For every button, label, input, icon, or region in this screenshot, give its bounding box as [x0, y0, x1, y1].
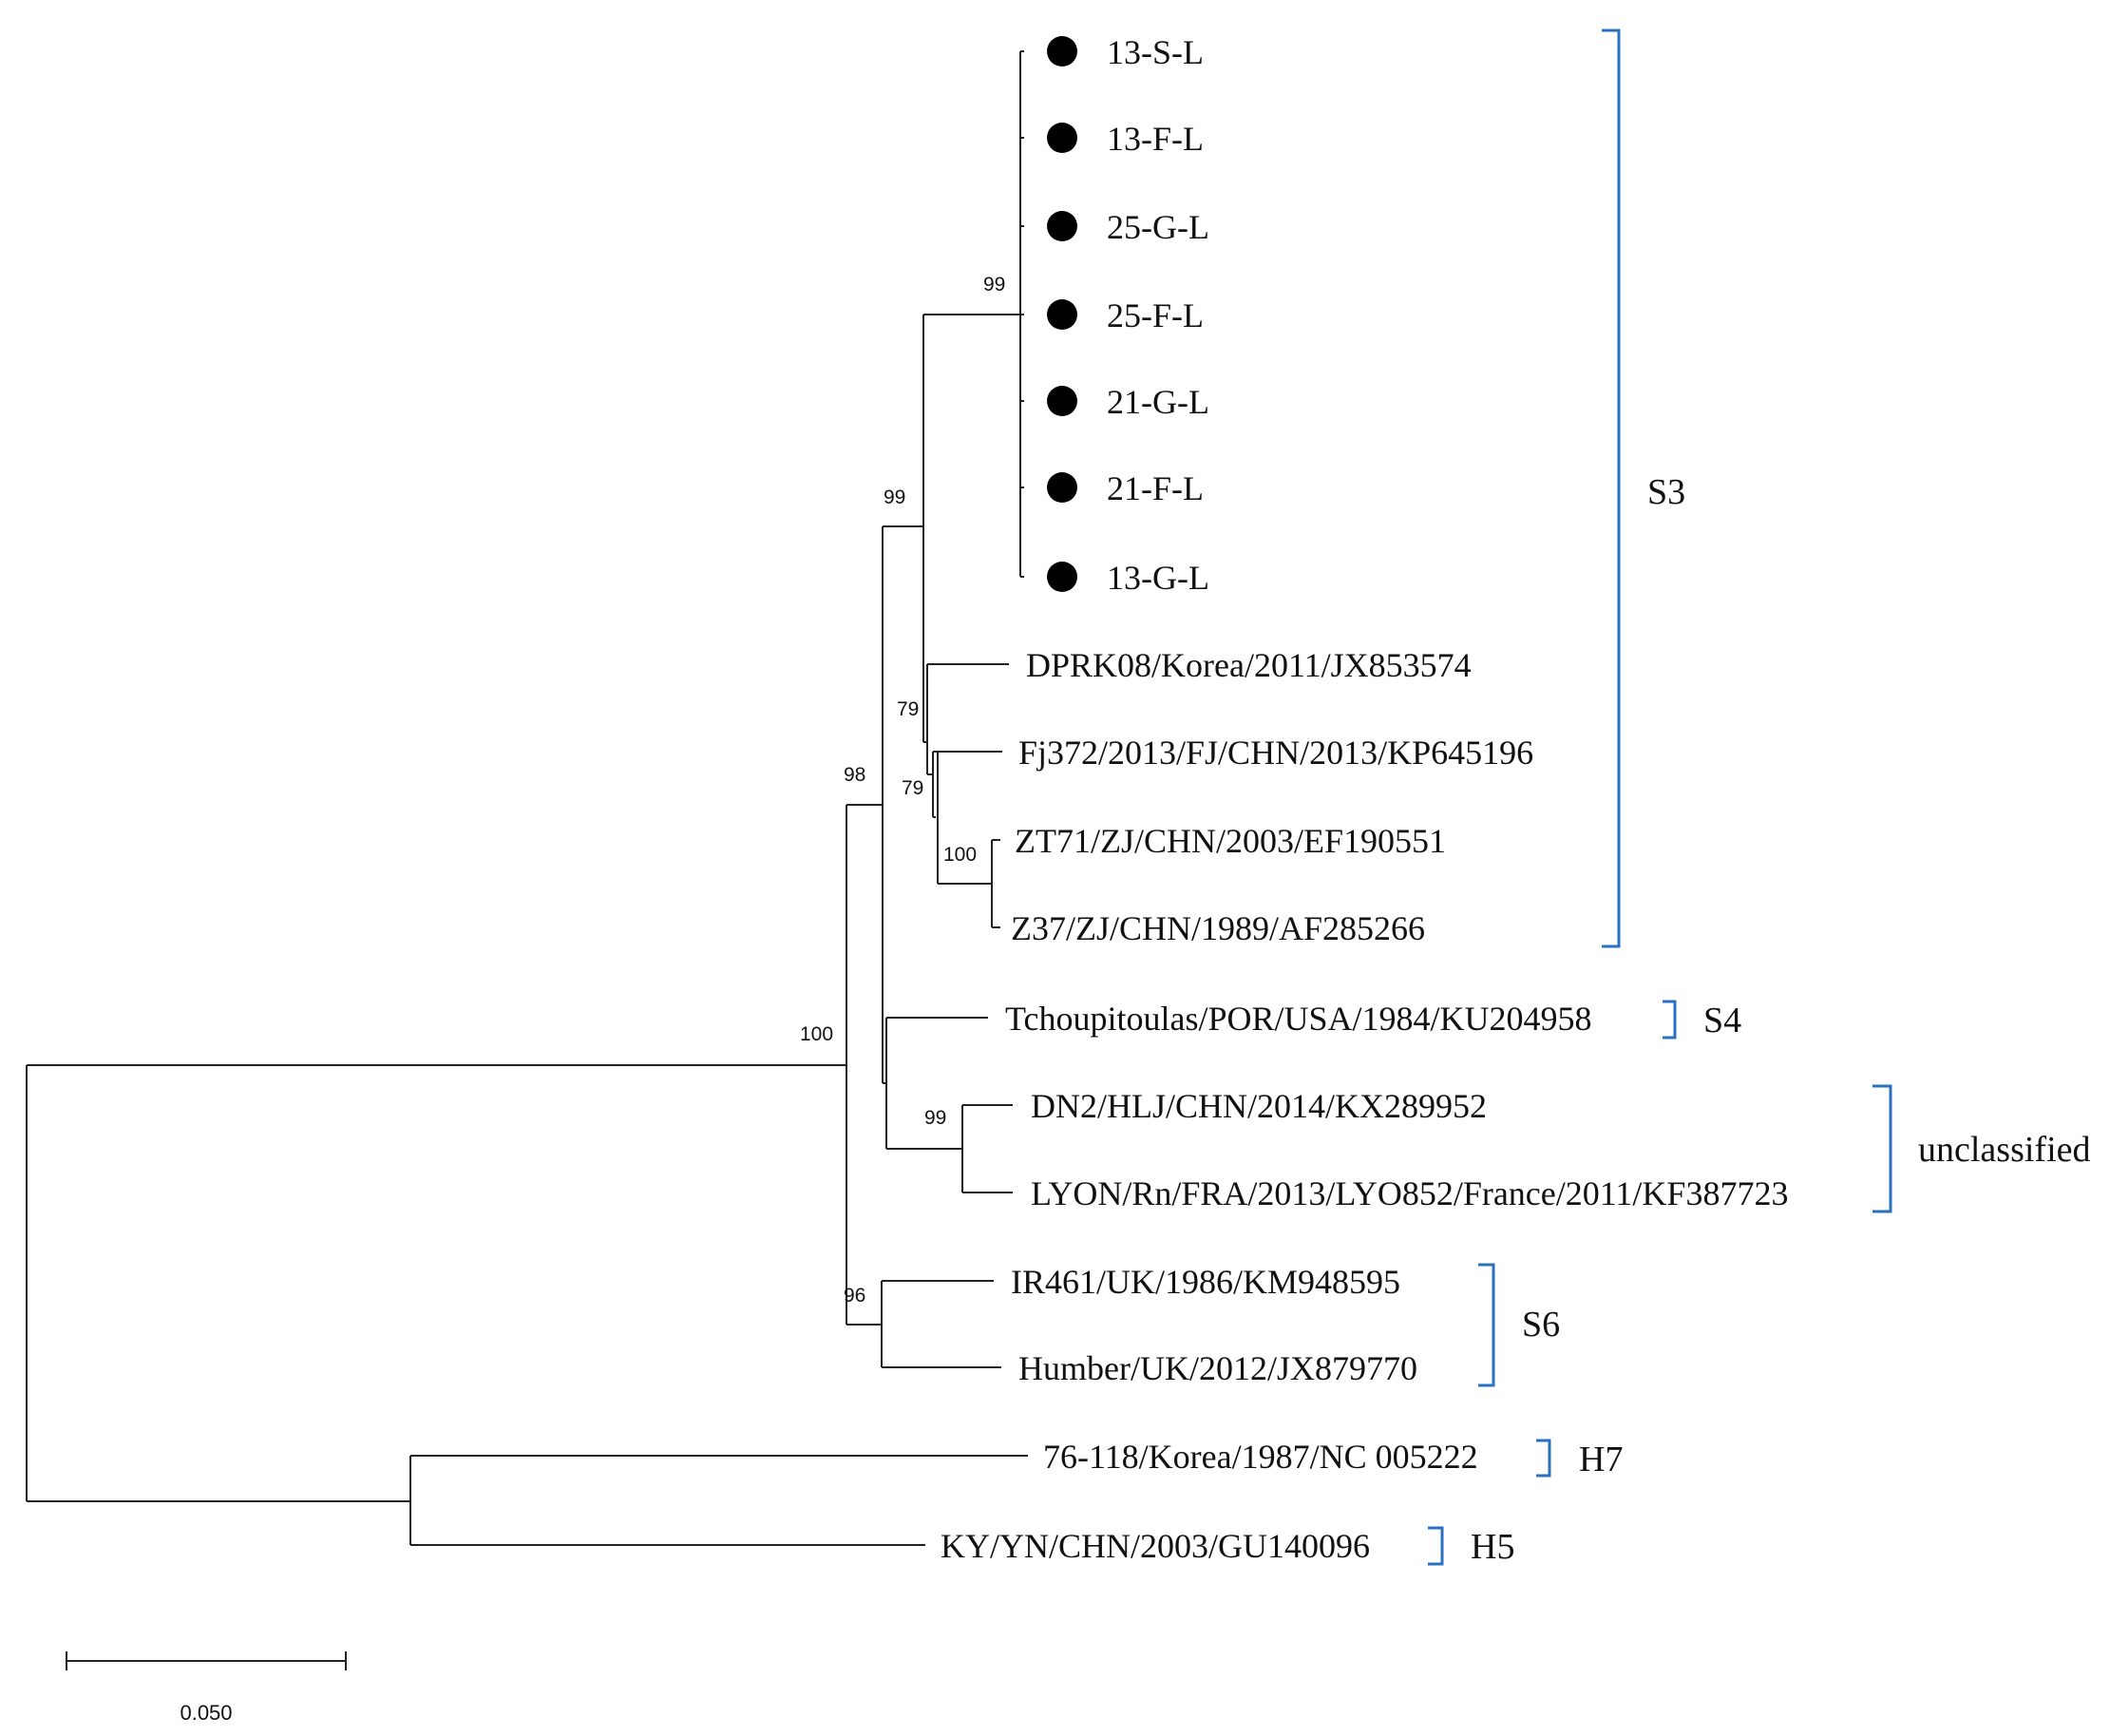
taxon-label: 76-118/Korea/1987/NC 005222: [1043, 1438, 1478, 1476]
scale-bar-label: 0.050: [180, 1701, 232, 1725]
taxon-label: DPRK08/Korea/2011/JX853574: [1026, 646, 1472, 684]
sample-markers: [1047, 36, 1077, 592]
taxon-label: KY/YN/CHN/2003/GU140096: [941, 1527, 1370, 1565]
taxon-label: Tchoupitoulas/POR/USA/1984/KU204958: [1005, 1000, 1592, 1038]
filled-circle-marker: [1047, 123, 1077, 153]
clade-label: S4: [1703, 1001, 1741, 1040]
taxon-label: Humber/UK/2012/JX879770: [1018, 1349, 1417, 1387]
filled-circle-marker: [1047, 386, 1077, 416]
clade-label: H5: [1471, 1527, 1514, 1567]
taxon-label: 25-F-L: [1107, 296, 1204, 334]
taxon-label: 13-S-L: [1107, 33, 1204, 71]
clade-label: unclassified: [1918, 1130, 2091, 1170]
bootstrap-value: 79: [902, 777, 923, 799]
bootstrap-value: 96: [844, 1285, 865, 1307]
clade-brackets: [1428, 29, 1892, 1566]
clade-bracket-s3: [1602, 29, 1621, 948]
clade-label: H7: [1579, 1440, 1623, 1479]
clade-bracket-h7: [1536, 1439, 1551, 1478]
bootstrap-value: 99: [884, 486, 905, 508]
taxon-label: ZT71/ZJ/CHN/2003/EF190551: [1015, 822, 1446, 860]
bootstrap-value: 100: [943, 844, 977, 866]
taxon-labels: 13-S-L 13-F-L 25-G-L 25-F-L 21-G-L 21-F-…: [941, 33, 1788, 1565]
clade-bracket-s4: [1663, 1000, 1677, 1040]
taxon-label: 13-G-L: [1107, 559, 1209, 597]
taxon-label: DN2/HLJ/CHN/2014/KX289952: [1031, 1087, 1487, 1125]
taxon-label: Z37/ZJ/CHN/1989/AF285266: [1011, 909, 1425, 947]
taxon-label: IR461/UK/1986/KM948595: [1011, 1263, 1400, 1301]
taxon-label: 13-F-L: [1107, 120, 1204, 158]
clade-bracket-s6: [1478, 1263, 1495, 1387]
clade-label: S3: [1647, 472, 1685, 512]
taxon-label: 21-G-L: [1107, 383, 1209, 421]
filled-circle-marker: [1047, 562, 1077, 592]
taxon-label: LYON/Rn/FRA/2013/LYO852/France/2011/KF38…: [1031, 1174, 1788, 1212]
scale-bar: 0.050: [66, 1651, 347, 1725]
bootstrap-value: 99: [983, 274, 1005, 296]
clade-bracket-h5: [1428, 1526, 1444, 1566]
filled-circle-marker: [1047, 472, 1077, 503]
bootstrap-value: 99: [924, 1107, 946, 1129]
bootstrap-value: 98: [844, 764, 865, 786]
bootstrap-values: 99 99 79 79 100 98 100 99 96: [800, 274, 1005, 1307]
tree-branches: [26, 50, 1028, 1546]
bootstrap-value: 100: [800, 1023, 833, 1045]
clade-bracket-unclassified: [1872, 1084, 1892, 1213]
clade-labels: S3 S4 unclassified S6 H7 H5: [1471, 472, 2091, 1567]
taxon-label: 21-F-L: [1107, 469, 1204, 507]
taxon-label: 25-G-L: [1107, 208, 1209, 246]
bootstrap-value: 79: [897, 698, 919, 720]
filled-circle-marker: [1047, 36, 1077, 67]
taxon-label: Fj372/2013/FJ/CHN/2013/KP645196: [1018, 734, 1533, 772]
filled-circle-marker: [1047, 299, 1077, 330]
filled-circle-marker: [1047, 211, 1077, 241]
clade-label: S6: [1522, 1305, 1560, 1345]
